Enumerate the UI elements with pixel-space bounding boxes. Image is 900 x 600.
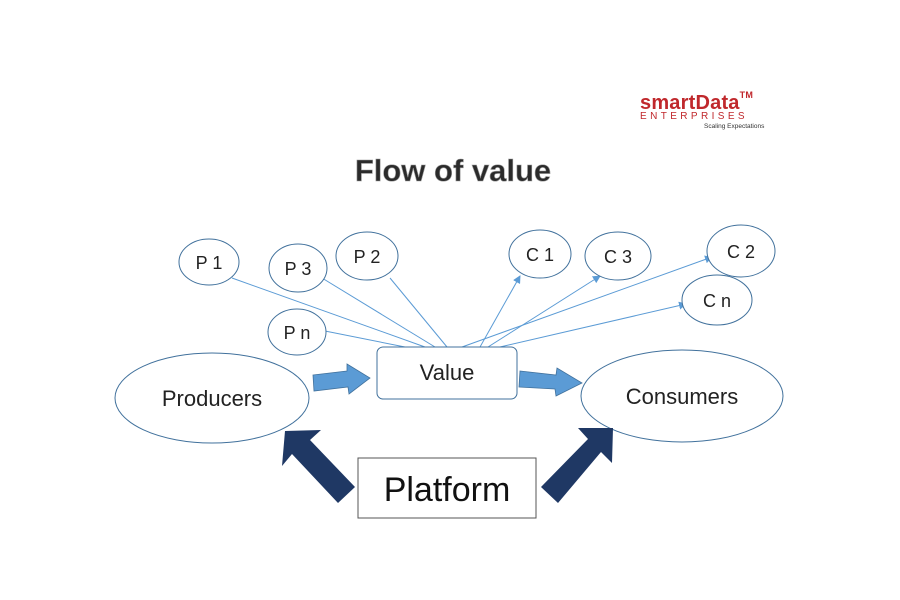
producers-node: Producers (114, 352, 310, 444)
producer-label-pn: P n (284, 323, 311, 343)
logo-subtitle: ENTERPRISES (640, 111, 748, 122)
producer-label-p2: P 2 (354, 247, 381, 267)
producer-circle-p2: P 2 (335, 231, 399, 281)
producer-circle-pn: P n (267, 308, 327, 356)
consumer-connectors (461, 255, 713, 348)
diagram-background (118, 140, 783, 520)
consumers-node: Consumers (580, 349, 784, 443)
consumer-circle-c3: C 3 (584, 231, 652, 281)
connector-c2 (461, 255, 713, 348)
platform-to-consumers-arrow (541, 428, 613, 503)
producer-label-p1: P 1 (196, 253, 223, 273)
smartdata-logo: smartDataTM ENTERPRISES Scaling Expectat… (636, 90, 786, 132)
producer-circle-p1: P 1 (178, 238, 240, 286)
consumer-label-c3: C 3 (604, 247, 632, 267)
connector-pn (324, 330, 406, 348)
producer-connectors (231, 277, 448, 348)
connector-c3 (487, 275, 601, 348)
platform-label: Platform (384, 471, 511, 509)
producer-circle-p3: P 3 (268, 243, 328, 293)
consumer-label-c2: C 2 (727, 242, 755, 262)
connector-p3 (321, 277, 436, 348)
consumer-label-c1: C 1 (526, 245, 554, 265)
consumer-circle-cn: C n (681, 274, 753, 326)
logo-name: smartData (640, 92, 740, 114)
value-to-consumers-arrow (518, 367, 583, 397)
connector-cn (499, 301, 687, 348)
producers-to-value-arrow (312, 363, 371, 395)
diagram-title: Flow of value (355, 153, 551, 188)
consumer-label-cn: C n (703, 291, 731, 311)
platform-node: Platform (357, 457, 537, 519)
platform-to-producers-arrow (282, 430, 355, 503)
connector-c1 (479, 275, 521, 348)
value-label: Value (420, 360, 475, 385)
producers-label: Producers (162, 386, 262, 411)
logo-tm: TM (739, 90, 754, 100)
consumers-label: Consumers (626, 384, 738, 409)
value-node: Value (376, 346, 518, 400)
consumer-circle-c2: C 2 (706, 224, 776, 278)
producer-label-p3: P 3 (285, 259, 312, 279)
consumer-circle-c1: C 1 (508, 229, 572, 279)
connector-p2 (389, 277, 448, 348)
logo-tagline: Scaling Expectations (704, 123, 765, 130)
connector-p1 (231, 277, 426, 348)
